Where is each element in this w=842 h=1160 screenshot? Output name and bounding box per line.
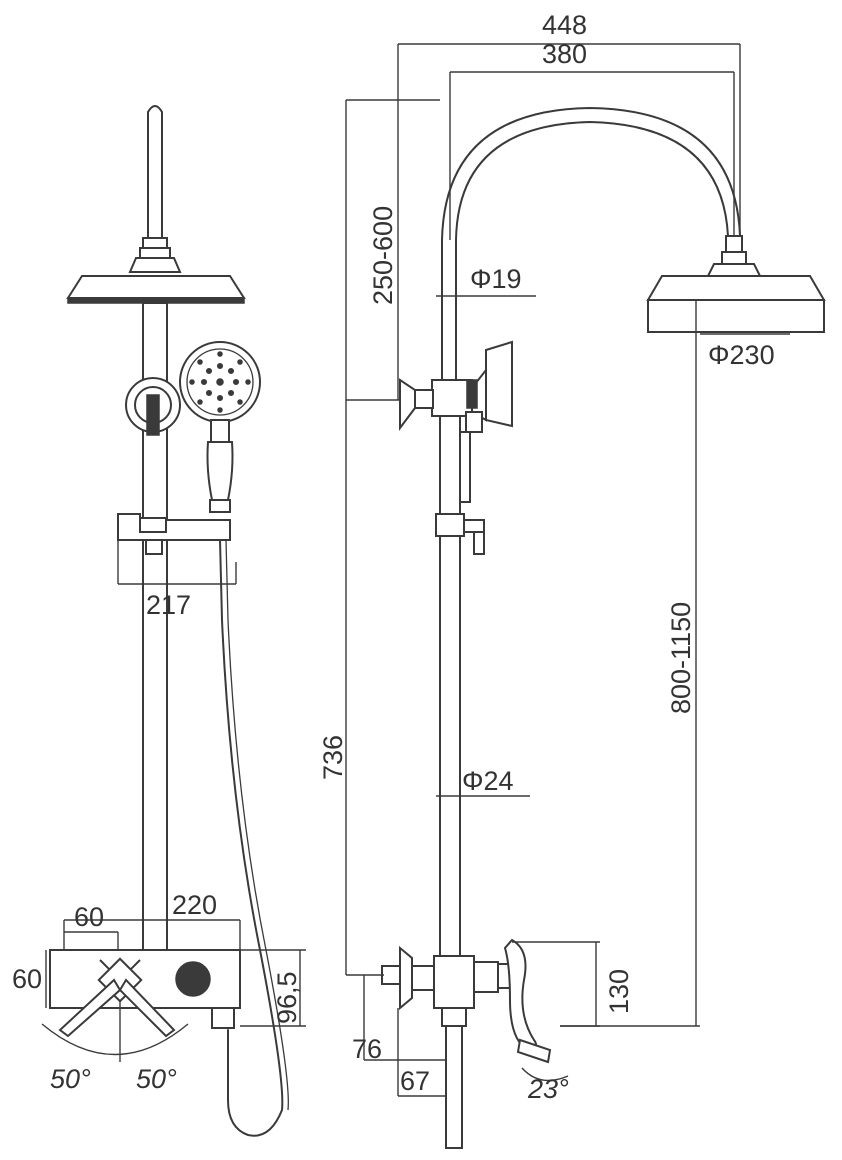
dim-250-600-label: 250-600 (368, 206, 398, 305)
dimension-lines (45, 43, 790, 1097)
front-soap-shelf (117, 513, 231, 541)
dim-67-label: 67 (400, 1066, 430, 1096)
angle-right-label: 50° (136, 1064, 177, 1094)
dim-phi19-label: Φ19 (470, 264, 522, 294)
side-arc-arm (441, 107, 741, 381)
front-hose (219, 539, 284, 1137)
dim-220-label: 220 (172, 890, 217, 920)
front-shower-head (66, 275, 246, 299)
side-rain-shower-head (646, 275, 826, 301)
dim-phi24-label: Φ24 (462, 766, 514, 796)
angle-left-label: 50° (50, 1064, 91, 1094)
dim-60-height-label: 60 (12, 964, 42, 994)
dim-380-label: 380 (542, 39, 587, 69)
dim-phi230-label: Φ230 (708, 340, 775, 370)
hand-shower-handle (206, 441, 234, 501)
dim-60-top-label: 60 (74, 902, 104, 932)
front-lever-handle (58, 957, 176, 1038)
dim-217-label: 217 (146, 590, 191, 620)
side-mixer (381, 938, 552, 1149)
dimension-labels: 448 380 250-600 Φ19 Φ230 800-1150 736 Φ2… (12, 10, 775, 1104)
side-diverter-block (431, 379, 473, 417)
dim-736-label: 736 (318, 735, 348, 780)
side-view (381, 107, 826, 1149)
dim-448-label: 448 (542, 10, 587, 40)
front-angle-arc (41, 1023, 189, 1056)
side-riser-pipe (439, 415, 461, 957)
side-slider-bracket (435, 513, 465, 537)
spout-angle-label: 23° (527, 1074, 569, 1104)
dim-130-label: 130 (604, 969, 634, 1014)
front-diverter-knob (175, 961, 211, 997)
front-view (41, 105, 289, 1137)
dim-800-1150-label: 800-1150 (666, 602, 696, 714)
dim-76-label: 76 (352, 1034, 382, 1064)
dim-96-5-label: 96,5 (272, 971, 302, 1024)
